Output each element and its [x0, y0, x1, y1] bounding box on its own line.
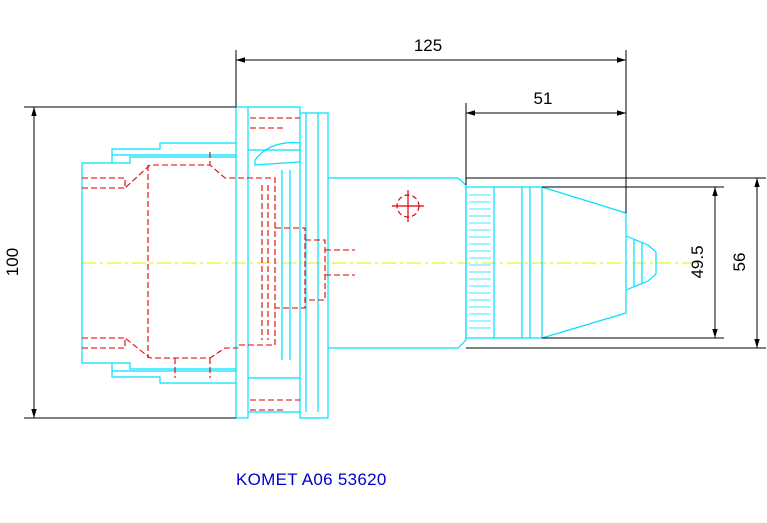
dim-flange-diameter: 100: [3, 248, 22, 276]
dim-chuck-diameter-outer: 56: [730, 253, 749, 272]
reference-mark: [392, 190, 424, 222]
dimension-lines: [24, 50, 766, 419]
hidden-lines: [82, 117, 355, 411]
tool-holder-outline: [81, 106, 657, 419]
dim-chuck-length: 51: [534, 89, 553, 108]
dim-chuck-diameter-inner: 49.5: [688, 245, 707, 278]
dim-overall-length: 125: [414, 36, 442, 55]
knurl-hatching: [469, 194, 491, 329]
part-number-caption: KOMET A06 53620: [236, 470, 387, 489]
